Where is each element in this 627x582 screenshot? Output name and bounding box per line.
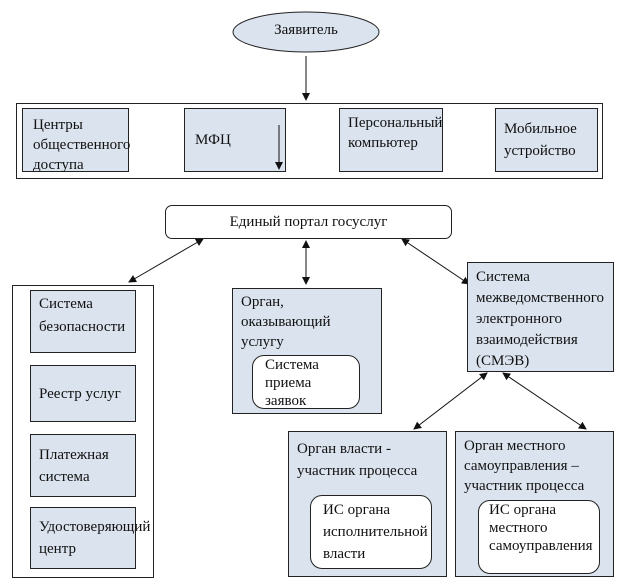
channel-public-access: Центры общественного доступа [22,108,130,173]
channel-pc: Персональный компьютер [339,108,443,172]
channels-container [16,103,603,179]
service-body-title: Орган, оказывающий услугу [241,294,331,350]
channel-mfc: МФЦ [184,108,286,172]
applicant-label: Заявитель [274,22,338,38]
mfc-label: МФЦ [195,132,231,148]
portal-box: Единый портал госуслуг [165,205,452,239]
portal-label: Единый портал госуслуг [229,214,388,230]
authority-title: Орган власти - участник процесса [297,441,418,479]
payment-label: Платежная система [39,446,109,485]
infra-certification: Удостоверяющий центр [30,507,150,569]
infra-security: Система безопасности [30,290,136,353]
mfc-small-arrow [275,125,283,170]
infra-registry: Реестр услуг [30,365,136,422]
authority-is-box: ИС органа исполнительной власти [310,495,432,569]
smev-box: Система межведомственного электронного в… [467,262,614,372]
mobile-label: Мобильное устройство [504,121,577,159]
arrow-smev-authority [413,372,488,430]
applicant-ellipse [232,11,380,53]
registry-label: Реестр услуг [39,385,121,402]
arrow-portal-infrastructure [128,238,204,283]
infra-payment: Платежная система [30,434,136,497]
certification-label: Удостоверяющий центр [39,519,151,557]
arrow-smev-local-gov [502,372,587,430]
local-gov-is-box: ИС органа местного самоуправления [478,500,600,574]
arrow-portal-smev [401,238,470,285]
application-system-box: Система приема заявок [252,355,360,409]
infrastructure-container [12,285,154,578]
channel-mobile: Мобильное устройство [495,108,598,172]
local-gov-title: Орган местного самоуправления – участник… [464,438,585,494]
